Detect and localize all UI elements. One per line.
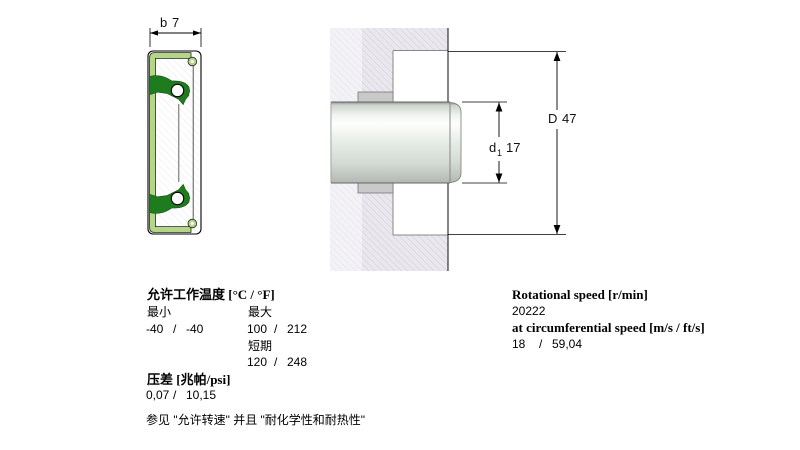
seal-casing-curl-bottom-hole: [190, 222, 194, 225]
bore-clearance-bottom: [357, 182, 394, 194]
rotational-speed-header: Rotational speed [r/min]: [512, 287, 648, 302]
dim-b-symbol: b: [160, 15, 167, 30]
dim-d1-arrow-top: [495, 102, 503, 112]
temperature-min-value: -40/-40: [146, 322, 204, 336]
garter-spring-bottom: [170, 191, 185, 206]
dim-d1-arrow-bottom: [495, 173, 503, 183]
dimension-b: b 7: [149, 15, 202, 47]
dimension-D: D 47: [448, 51, 576, 235]
seal-cross-section-drawing: b 7: [147, 15, 202, 235]
shaft-body: [331, 102, 450, 183]
dim-d1-symbol: d: [489, 140, 496, 155]
temperature-header: 允许工作温度 [°C / °F]: [147, 287, 275, 302]
pressure-value: 0,07/10,15: [146, 388, 217, 402]
dimension-d1: d 1 17: [462, 101, 520, 184]
circumferential-speed-header: at circumferential speed [m/s / ft/s]: [512, 320, 705, 335]
short-term-value: 120/248: [247, 355, 308, 369]
rotational-speed-value: 20222: [512, 304, 546, 318]
circumferential-speed-value: 18/59,04: [512, 337, 583, 351]
garter-spring-top: [170, 83, 185, 98]
seal-lip-bottom: [149, 183, 190, 214]
dim-D-value: 47: [562, 111, 576, 126]
temperature-min-label: 最小: [147, 305, 172, 319]
temperature-max-label: 最大: [248, 305, 273, 319]
seal-lip-top: [149, 75, 190, 106]
dim-D-symbol: D: [548, 111, 557, 126]
temperature-max-value: 100/212: [247, 322, 308, 336]
dim-b-value: 7: [172, 15, 179, 30]
reference-note: 参见 "允许转速" 并且 "耐化学性和耐热性": [146, 413, 366, 427]
shaft-housing-drawing: D 47 d 1 17: [330, 28, 576, 271]
dim-b-arrow-left: [150, 30, 158, 36]
dim-D-arrow-bottom: [553, 225, 561, 234]
short-term-label: 短期: [248, 339, 273, 353]
dim-d1-value: 17: [506, 140, 520, 155]
shaft-chamfer-tip: [449, 102, 462, 183]
dim-b-arrow-right: [193, 30, 201, 36]
pressure-header: 压差 [兆帕/psi]: [147, 372, 231, 387]
seal-casing-curl-top-hole: [190, 60, 194, 63]
dim-d1-subscript: 1: [497, 148, 502, 158]
seal-rubber-casing: [149, 52, 192, 233]
bore-clearance-top: [357, 91, 394, 103]
dim-D-arrow-top: [553, 52, 561, 61]
